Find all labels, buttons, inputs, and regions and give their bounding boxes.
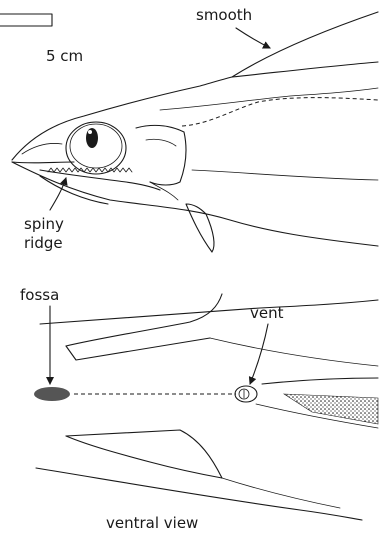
lateral-line-upper	[160, 88, 378, 110]
smooth-arrow	[236, 28, 270, 48]
lateral-line-dashed	[182, 98, 378, 126]
eye-orbit	[66, 122, 126, 174]
scale-bar	[0, 14, 52, 26]
eye-highlight	[88, 130, 92, 134]
spiny-ridge-teeth	[48, 168, 132, 172]
body-midline	[192, 170, 378, 180]
spiny-ridge-label-line1: spiny	[24, 215, 64, 233]
body-outline-upper	[40, 300, 378, 324]
scale-label: 5 cm	[46, 47, 83, 65]
body-line-upper-2	[210, 338, 378, 366]
spiny-ridge-label-line2: ridge	[24, 234, 63, 252]
vent-label: vent	[250, 304, 284, 322]
gill-cover	[136, 125, 186, 185]
ventral-view-caption: ventral view	[106, 514, 198, 532]
dorsal-fin	[232, 12, 378, 77]
vent-mark	[235, 386, 257, 402]
pelvic-fin-lower-edge	[66, 436, 222, 478]
eye-pupil	[86, 128, 98, 148]
gill-cover-inner	[146, 139, 176, 146]
fossa-mark	[34, 387, 70, 401]
snout-groove	[22, 143, 62, 154]
body-outline-lower	[36, 468, 362, 520]
body-line-lower-2	[222, 478, 340, 508]
ventral-view-drawing	[34, 294, 378, 520]
anal-fin-upper-line	[262, 378, 378, 384]
smooth-label: smooth	[196, 6, 252, 24]
fossa-label: fossa	[20, 286, 59, 304]
vent-arrow	[250, 324, 268, 384]
snout-lower	[12, 162, 74, 163]
pelvic-fin-lower	[66, 430, 222, 478]
